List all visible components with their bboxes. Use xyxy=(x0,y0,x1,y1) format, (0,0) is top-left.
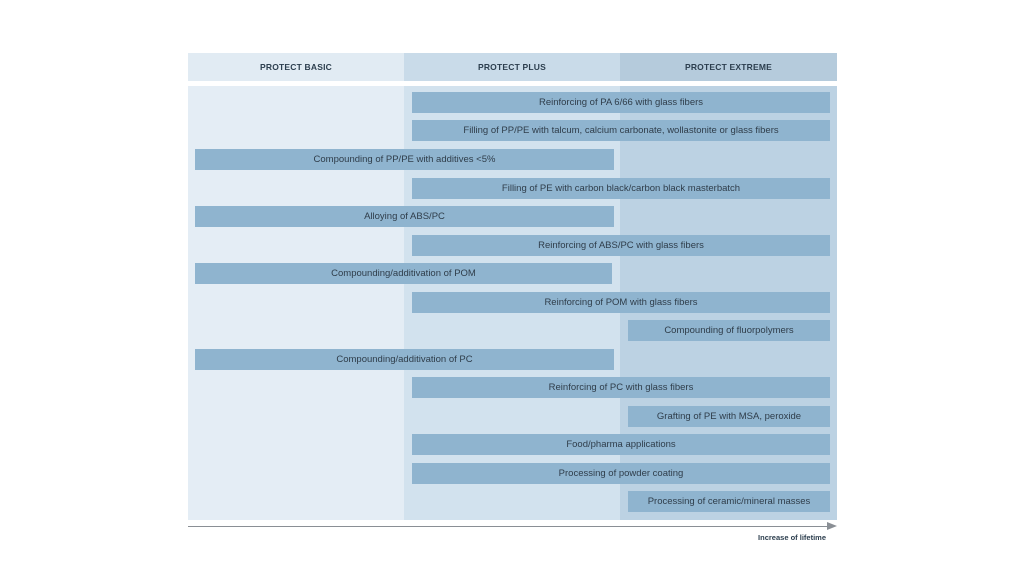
bar-label: Compounding/additivation of PC xyxy=(336,354,473,365)
bar-ceramic-mineral: Processing of ceramic/mineral masses xyxy=(628,491,830,512)
bar-label: Grafting of PE with MSA, peroxide xyxy=(656,411,802,422)
bar-reinforcing-pom: Reinforcing of POM with glass fibers xyxy=(412,292,830,313)
column-header-extreme-label: PROTECT EXTREME xyxy=(684,62,773,72)
bar-compounding-pc: Compounding/additivation of PC xyxy=(195,349,614,370)
column-header-plus: PROTECT PLUS xyxy=(404,53,620,81)
bar-label: Reinforcing of PA 6/66 with glass fibers xyxy=(538,97,704,108)
column-header-extreme: PROTECT EXTREME xyxy=(620,53,837,81)
bar-label: Reinforcing of POM with glass fibers xyxy=(544,297,698,308)
bar-label: Compounding of PP/PE with additives <5% xyxy=(313,154,496,165)
bar-compounding-pom: Compounding/additivation of POM xyxy=(195,263,612,284)
column-header-basic: PROTECT BASIC xyxy=(188,53,404,81)
bar-label: Processing of ceramic/mineral masses xyxy=(647,496,811,507)
lifetime-axis-label: Increase of lifetime xyxy=(758,533,826,542)
bar-powder-coating: Processing of powder coating xyxy=(412,463,830,484)
column-header-plus-label: PROTECT PLUS xyxy=(477,62,547,72)
bar-filling-pe-carbon: Filling of PE with carbon black/carbon b… xyxy=(412,178,830,199)
bar-grafting-pe: Grafting of PE with MSA, peroxide xyxy=(628,406,830,427)
lifetime-arrow-line xyxy=(188,526,828,527)
bar-food-pharma: Food/pharma applications xyxy=(412,434,830,455)
bar-reinforcing-pc: Reinforcing of PC with glass fibers xyxy=(412,377,830,398)
bar-reinforcing-abs-pc: Reinforcing of ABS/PC with glass fibers xyxy=(412,235,830,256)
column-header-basic-label: PROTECT BASIC xyxy=(259,62,333,72)
bar-label: Reinforcing of ABS/PC with glass fibers xyxy=(538,240,704,251)
bar-filling-pp-pe: Filling of PP/PE with talcum, calcium ca… xyxy=(412,120,830,141)
bar-compounding-pp-pe: Compounding of PP/PE with additives <5% xyxy=(195,149,614,170)
bar-label: Reinforcing of PC with glass fibers xyxy=(548,382,694,393)
bar-label: Filling of PE with carbon black/carbon b… xyxy=(501,183,741,194)
bar-alloying-abs-pc: Alloying of ABS/PC xyxy=(195,206,614,227)
bar-label: Compounding of fluorpolymers xyxy=(664,325,794,336)
bar-label: Food/pharma applications xyxy=(566,439,676,450)
bar-label: Filling of PP/PE with talcum, calcium ca… xyxy=(463,125,779,136)
arrow-right-icon xyxy=(827,522,837,530)
bar-compounding-fluorpolymers: Compounding of fluorpolymers xyxy=(628,320,830,341)
bar-label: Alloying of ABS/PC xyxy=(364,211,445,222)
bar-label: Compounding/additivation of POM xyxy=(331,268,476,279)
bar-label: Processing of powder coating xyxy=(558,468,684,479)
bar-reinforcing-pa: Reinforcing of PA 6/66 with glass fibers xyxy=(412,92,830,113)
